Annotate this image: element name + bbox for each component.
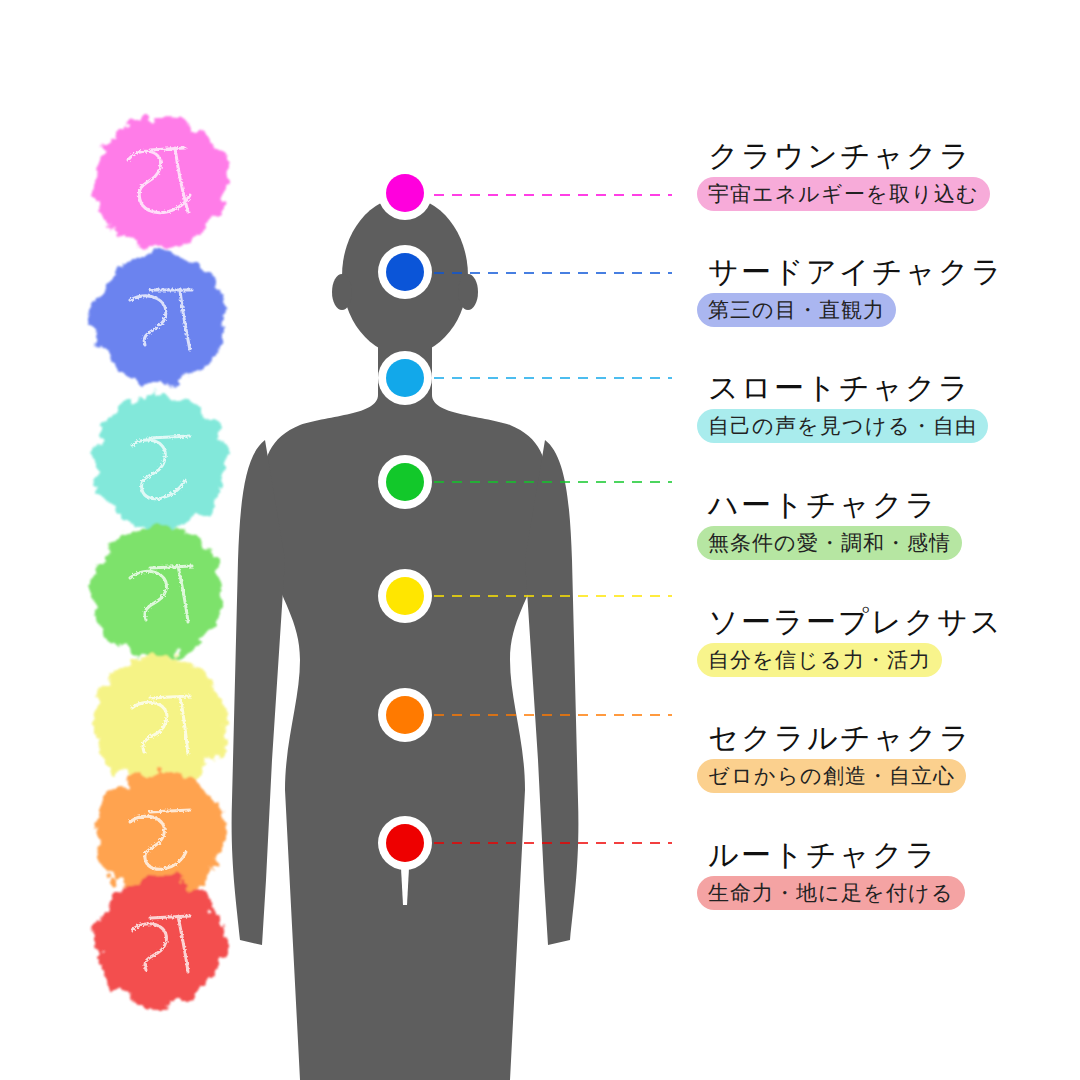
chakra-meaning: 生命力・地に足を付ける [697,876,965,910]
chakra-label: ハートチャクラ無条件の愛・調和・感情 [697,486,962,560]
pill-row: 宇宙エネルギーを取り込む [697,175,990,211]
blob-crown [94,116,226,248]
bija-glyphs [128,148,192,972]
chakra-dot [386,696,424,734]
chakra-label: スロートチャクラ自己の声を見つける・自由 [697,369,988,443]
left-arm [232,440,285,945]
chakra-label: サードアイチャクラ第三の目・直観力 [697,253,1004,327]
torso-legs [262,395,548,1080]
blob-solar [94,656,226,788]
dot-ring [378,569,432,623]
chakra-name: スロートチャクラ [697,369,988,407]
leader-line [434,272,672,274]
chakra-dot [386,359,424,397]
blob-third-eye [94,252,226,384]
leader-line [434,714,672,716]
pill-row: 自己の声を見つける・自由 [697,407,988,443]
glyph-crown [128,148,190,213]
chakra-meaning: 無条件の愛・調和・感情 [697,526,962,560]
chakra-name: ルートチャクラ [697,836,965,874]
leader-line [434,595,672,597]
right-arm [525,440,578,945]
ear [458,274,478,310]
chakra-dots [378,166,432,870]
glyph-throat [132,436,190,499]
chakra-name: ハートチャクラ [697,486,962,524]
chakra-name: サードアイチャクラ [697,253,1004,291]
chakra-dot [386,253,424,291]
dot-ring [378,816,432,870]
leader-line [434,194,672,196]
chakra-meaning: ゼロからの創造・自立心 [697,759,966,793]
leader-line [434,377,672,379]
blob-heart [92,526,224,658]
pill-row: 第三の目・直観力 [697,291,1004,327]
dot-ring [378,245,432,299]
leg-gap [401,868,409,905]
blob-throat [94,396,226,528]
leader-line [434,842,672,844]
chakra-label: セクラルチャクラゼロからの創造・自立心 [697,719,972,793]
chakra-dot [386,577,424,615]
pill-row: ゼロからの創造・自立心 [697,757,972,793]
watercolor-blobs [92,116,226,1006]
blob-root [96,878,224,1006]
chakra-dot [386,463,424,501]
dot-ring [378,455,432,509]
glyph-third-eye [130,290,192,350]
chakra-name: クラウンチャクラ [697,137,990,175]
chakra-meaning: 自分を信じる力・活力 [697,643,942,677]
glyph-solar [132,696,190,754]
pill-row: 自分を信じる力・活力 [697,641,1003,677]
chakra-meaning: 自己の声を見つける・自由 [697,409,988,443]
pill-row: 生命力・地に足を付ける [697,874,965,910]
dot-ring [378,166,432,220]
chakra-name: セクラルチャクラ [697,719,972,757]
pill-row: 無条件の愛・調和・感情 [697,524,962,560]
chakra-label: クラウンチャクラ宇宙エネルギーを取り込む [697,137,990,211]
dot-ring [378,688,432,742]
chakra-name: ソーラープレクサス [697,603,1003,641]
chakra-dot [386,824,424,862]
leader-lines [434,195,672,843]
glyph-root [132,916,190,972]
chakra-dot [386,174,424,212]
chakra-meaning: 第三の目・直観力 [697,293,896,327]
dot-ring [378,351,432,405]
ear [332,274,352,310]
glyph-heart [130,566,192,622]
chakra-label: ソーラープレクサス自分を信じる力・活力 [697,603,1003,677]
chakra-label: ルートチャクラ生命力・地に足を付ける [697,836,965,910]
glyph-sacral [130,810,190,869]
body-silhouette [232,197,579,1080]
leader-line [434,481,672,483]
chakra-meaning: 宇宙エネルギーを取り込む [697,177,990,211]
